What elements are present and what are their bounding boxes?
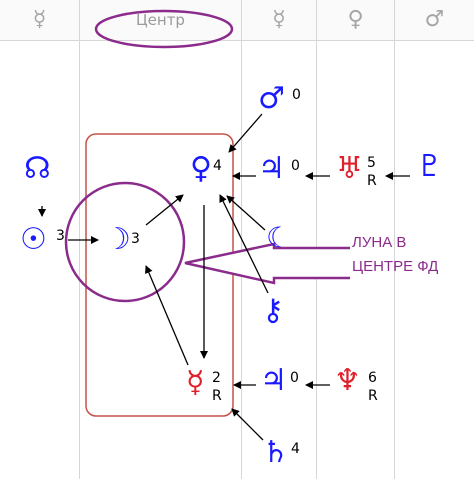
uranus-retro: R [367, 173, 377, 189]
arrow-chiron-venus [219, 194, 269, 294]
jupiter-value: 0 [291, 158, 300, 174]
moon-glyph: ☽ [104, 222, 131, 257]
center-header-ellipse [94, 9, 234, 49]
jupiter-glyph: ♃ [258, 151, 285, 186]
saturn-glyph: ♄ [262, 435, 289, 470]
arrow-mercury-moon [145, 265, 189, 366]
header-mars-glyph: ♂ [424, 7, 445, 32]
callout-text: ЛУНА В ЦЕНТРЕ ФД [352, 231, 472, 279]
chiron-glyph: ⚷ [262, 293, 284, 328]
callout-line-1: ЛУНА В [352, 234, 407, 251]
arrow-moon-venus [145, 194, 184, 226]
jupiter2-value: 0 [290, 370, 299, 386]
uranus-glyph: ♅ [336, 151, 363, 186]
header-mercury-glyph-2: ☿ [272, 7, 286, 32]
arrow-saturn-mercury [231, 408, 264, 441]
saturn-value: 4 [291, 441, 300, 457]
lilith-glyph: ☾ [266, 221, 292, 254]
column-divider [394, 0, 395, 479]
uranus-value: 5 [367, 155, 376, 171]
venus-value: 4 [213, 158, 222, 174]
header-center-label: Центр [136, 11, 185, 29]
mars-glyph: ♂ [258, 81, 285, 116]
header-mercury-glyph: ☿ [32, 7, 47, 32]
venus-glyph: ♀ [190, 151, 212, 186]
node-glyph: ☊ [24, 151, 51, 186]
sun-value: 3 [56, 228, 65, 244]
sun-glyph: ☉ [20, 222, 47, 257]
neptune-glyph: ♆ [334, 363, 361, 398]
jupiter2-glyph: ♃ [260, 363, 287, 398]
moon-circle [64, 181, 186, 303]
mars-value: 0 [292, 87, 301, 103]
callout-line-2: ЦЕНТРЕ ФД [352, 258, 439, 275]
arrow-mars-venus [228, 113, 263, 153]
callout-arrow [184, 242, 350, 285]
pluto-glyph: ♇ [416, 149, 443, 184]
neptune-value: 6 [368, 370, 377, 386]
header-venus-glyph: ♀ [347, 7, 364, 32]
neptune-retro: R [368, 388, 378, 404]
mercury-retro: R [212, 388, 222, 404]
column-divider [316, 0, 317, 479]
moon-value: 3 [131, 231, 140, 247]
arrow-lilith-venus [226, 195, 266, 231]
mercury-glyph: ☿ [186, 365, 205, 400]
mercury-value: 2 [212, 370, 221, 386]
